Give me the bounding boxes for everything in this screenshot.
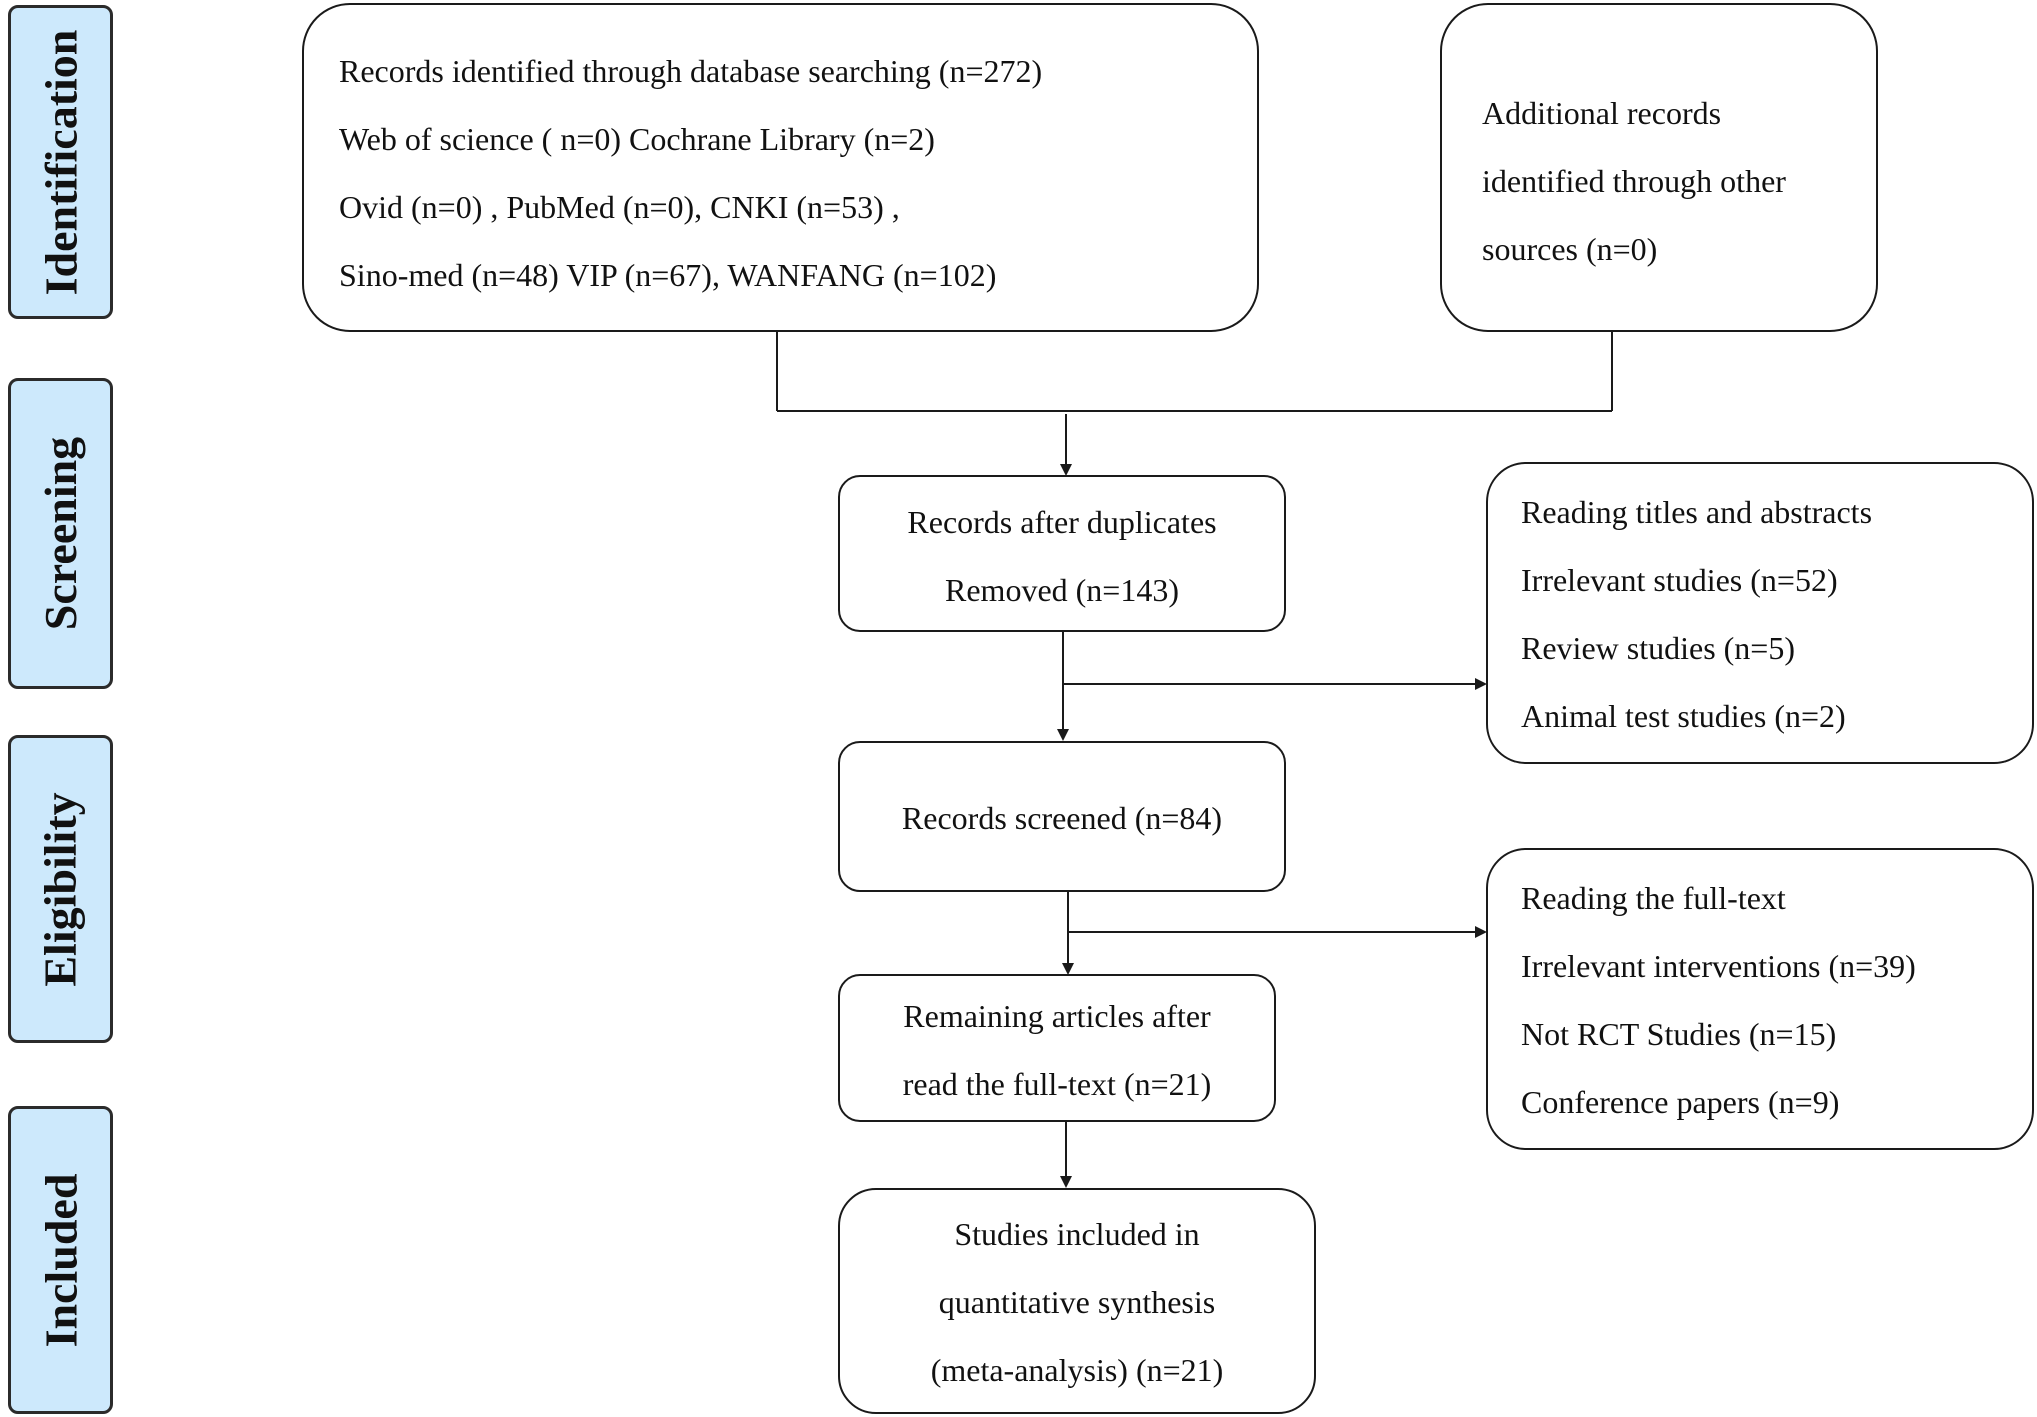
fulltext-exclusions-line-4: Conference papers (n=9): [1521, 1084, 1840, 1120]
phase-eligibility: Eligibility: [8, 735, 113, 1043]
phase-included: Included: [8, 1106, 113, 1414]
phase-included-label: Included: [35, 1173, 87, 1347]
remaining-box: Remaining articles after read the full-t…: [838, 974, 1276, 1122]
database-search-line-1: Records identified through database sear…: [339, 53, 1043, 89]
included-box: Studies included in quantitative synthes…: [838, 1188, 1316, 1414]
title-abstract-line-4: Animal test studies (n=2): [1521, 698, 1846, 734]
phase-screening: Screening: [8, 378, 113, 689]
other-sources-line-1: Additional records: [1482, 95, 1722, 131]
phase-identification-label: Identification: [35, 29, 86, 295]
screened-box: Records screened (n=84): [838, 741, 1286, 892]
remaining-line-2: read the full-text (n=21): [902, 1066, 1212, 1102]
included-line-2: quantitative synthesis: [938, 1284, 1216, 1320]
other-sources-line-3: sources (n=0): [1482, 231, 1658, 267]
title-abstract-exclusions-box: Reading titles and abstracts Irrelevant …: [1486, 462, 2034, 764]
phase-screening-label: Screening: [35, 436, 86, 631]
included-line-1: Studies included in: [954, 1216, 1200, 1252]
phase-eligibility-label: Eligibility: [35, 791, 87, 987]
database-search-line-2: Web of science ( n=0) Cochrane Library (…: [339, 121, 935, 157]
fulltext-exclusions-line-1: Reading the full-text: [1521, 880, 1786, 916]
other-sources-line-2: identified through other: [1482, 163, 1786, 199]
screened-line-1: Records screened (n=84): [901, 800, 1223, 836]
remaining-line-1: Remaining articles after: [903, 998, 1211, 1034]
after-duplicates-line-2: Removed (n=143): [945, 572, 1179, 608]
after-duplicates-box: Records after duplicates Removed (n=143): [838, 475, 1286, 632]
other-sources-box: Additional records identified through ot…: [1440, 3, 1878, 332]
database-search-line-4: Sino-med (n=48) VIP (n=67), WANFANG (n=1…: [339, 257, 997, 293]
phase-identification: Identification: [8, 5, 113, 319]
fulltext-exclusions-box: Reading the full-text Irrelevant interve…: [1486, 848, 2034, 1150]
after-duplicates-line-1: Records after duplicates: [907, 504, 1217, 540]
fulltext-exclusions-line-3: Not RCT Studies (n=15): [1521, 1016, 1837, 1052]
database-search-box: Records identified through database sear…: [302, 3, 1259, 332]
title-abstract-line-3: Review studies (n=5): [1521, 630, 1795, 666]
included-line-3: (meta-analysis) (n=21): [930, 1352, 1224, 1388]
fulltext-exclusions-line-2: Irrelevant interventions (n=39): [1521, 948, 1916, 984]
title-abstract-line-2: Irrelevant studies (n=52): [1521, 562, 1838, 598]
title-abstract-line-1: Reading titles and abstracts: [1521, 494, 1873, 530]
database-search-line-3: Ovid (n=0) , PubMed (n=0), CNKI (n=53) ,: [339, 189, 900, 225]
